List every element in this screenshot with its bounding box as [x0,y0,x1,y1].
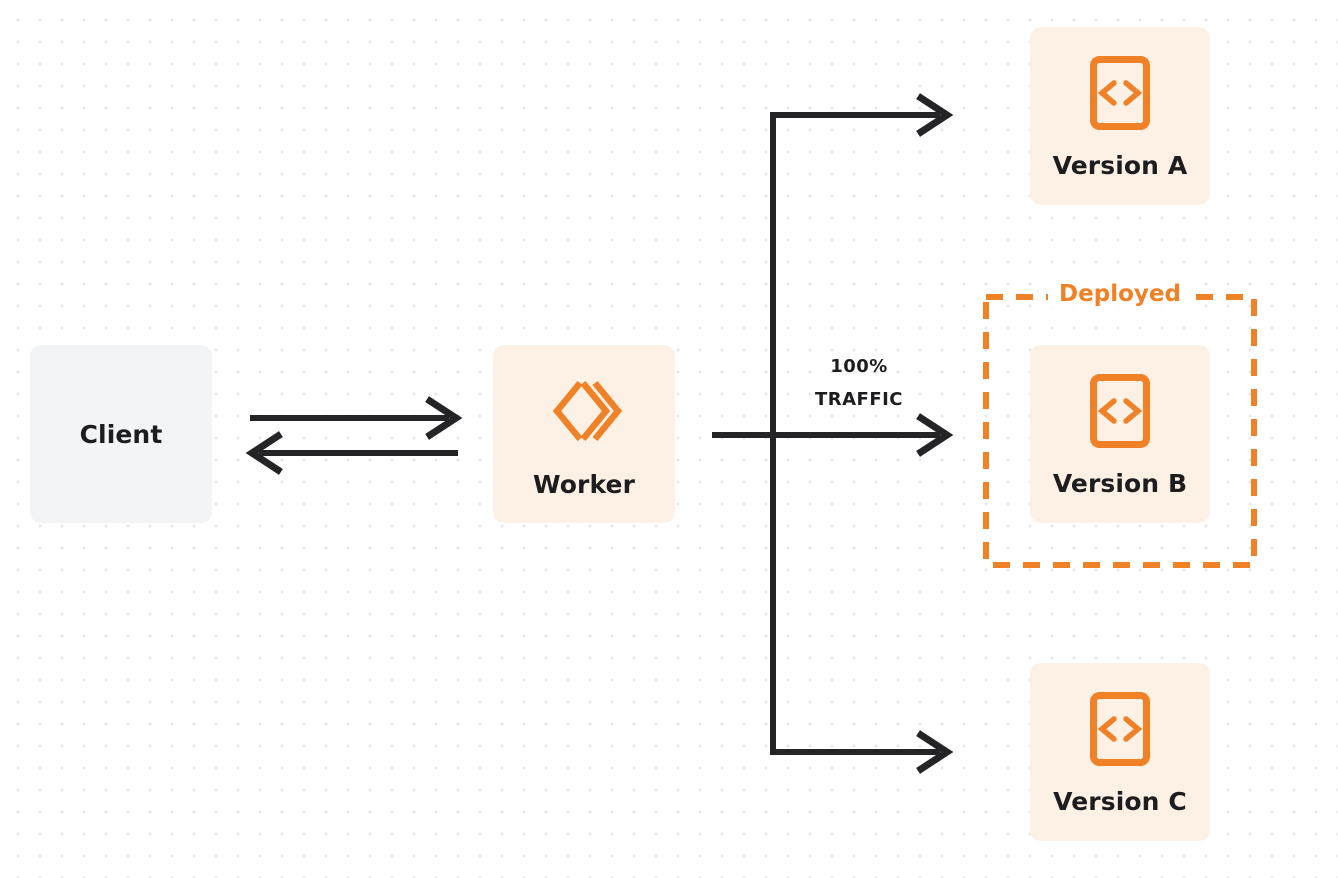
traffic-percent: 100% [830,356,888,377]
cloudflare-workers-logo-icon [545,372,623,450]
edge-client-to-worker [250,396,463,440]
node-client-label: Client [79,419,163,449]
traffic-label: 100% TRAFFIC [795,350,923,416]
code-file-icon [1089,691,1151,767]
node-worker-label: Worker [532,469,636,499]
node-version-c[interactable]: Version C [1030,663,1210,841]
traffic-unit: TRAFFIC [814,389,904,410]
node-client[interactable]: Client [30,345,212,523]
node-version-b-label: Version B [1052,468,1188,498]
edge-worker-to-client [245,431,458,475]
node-version-c-label: Version C [1053,786,1187,816]
edge-worker-to-version-a [770,93,954,137]
node-version-a-label: Version A [1052,150,1188,180]
deployed-group-label: Deployed [1048,281,1192,307]
edge-worker-to-version-c [770,730,954,774]
code-file-icon [1089,373,1151,449]
node-worker[interactable]: Worker [493,345,675,523]
node-version-b[interactable]: Version B [1030,345,1210,523]
edge-worker-to-version-b [773,413,954,457]
node-version-a[interactable]: Version A [1030,27,1210,205]
code-file-icon [1089,55,1151,131]
